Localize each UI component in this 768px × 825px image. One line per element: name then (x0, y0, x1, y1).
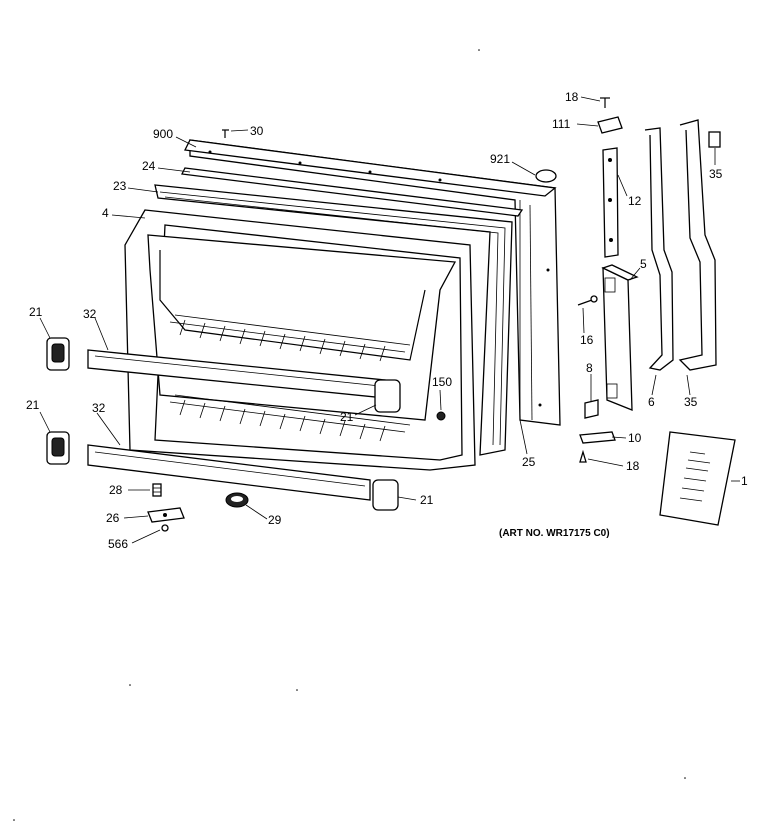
upper-shelf-ribs (169, 314, 411, 362)
cap-921 (535, 169, 557, 183)
label-21-left-lower: 21 (26, 398, 40, 412)
label-21-left-upper: 21 (29, 305, 43, 319)
label-12: 12 (628, 194, 642, 208)
hinge-bracket-5 (601, 264, 639, 411)
screw-30 (222, 129, 229, 138)
door-trim-24 (181, 167, 524, 217)
label-25: 25 (522, 455, 536, 469)
handle-35 (678, 119, 717, 371)
cap-35 (708, 131, 721, 148)
end-cap-21-bottom (372, 479, 399, 511)
label-16: 16 (580, 333, 594, 347)
label-10: 10 (628, 431, 642, 445)
end-cap-21-left-upper (46, 337, 70, 371)
label-150: 150 (432, 375, 452, 389)
art-number-caption: (ART NO. WR17175 C0) (499, 528, 610, 539)
label-28: 28 (109, 483, 123, 497)
label-35-bottom: 35 (684, 395, 698, 409)
label-6: 6 (648, 395, 655, 409)
bracket-111 (597, 116, 623, 134)
label-921: 921 (490, 152, 510, 166)
handle-6 (644, 127, 674, 371)
screw-566 (161, 524, 169, 532)
label-18-bottom: 18 (626, 459, 640, 473)
label-18-top: 18 (565, 90, 579, 104)
label-900: 900 (153, 127, 173, 141)
label-23: 23 (113, 179, 127, 193)
callout-labels: 18 111 30 900 921 24 23 4 12 35 5 21 32 … (26, 90, 748, 551)
label-32-upper: 32 (83, 307, 97, 321)
bracket-26 (147, 507, 185, 523)
lower-shelf-ribs (169, 394, 411, 442)
label-29: 29 (268, 513, 282, 527)
label-566: 566 (108, 537, 128, 551)
screw-18-top (600, 97, 610, 108)
stud-28 (152, 483, 162, 497)
label-4: 4 (102, 206, 109, 220)
end-cap-21-left-lower (46, 431, 70, 465)
screw-18-bottom (579, 449, 587, 463)
print-specks (13, 49, 686, 821)
bracket-10 (579, 431, 616, 444)
label-111: 111 (552, 117, 571, 131)
screw-150 (436, 411, 446, 421)
screw-16 (577, 295, 598, 306)
pin-8 (584, 399, 599, 419)
label-1: 1 (741, 474, 748, 488)
label-35-top: 35 (709, 167, 723, 181)
shelf-bar-lower (87, 444, 371, 501)
instruction-booklet-1 (659, 431, 736, 526)
door-gasket-23 (154, 184, 513, 456)
label-21-mid: 21 (340, 410, 354, 424)
label-24: 24 (142, 159, 156, 173)
label-30: 30 (250, 124, 264, 138)
label-8: 8 (586, 361, 593, 375)
label-5: 5 (640, 257, 647, 271)
hinge-plate-12 (602, 147, 619, 258)
label-26: 26 (106, 511, 120, 525)
plug-29 (225, 492, 249, 508)
label-21-bottom: 21 (420, 493, 434, 507)
end-cap-21-mid (374, 379, 401, 413)
leader-lines (39, 96, 740, 544)
label-32-lower: 32 (92, 401, 106, 415)
